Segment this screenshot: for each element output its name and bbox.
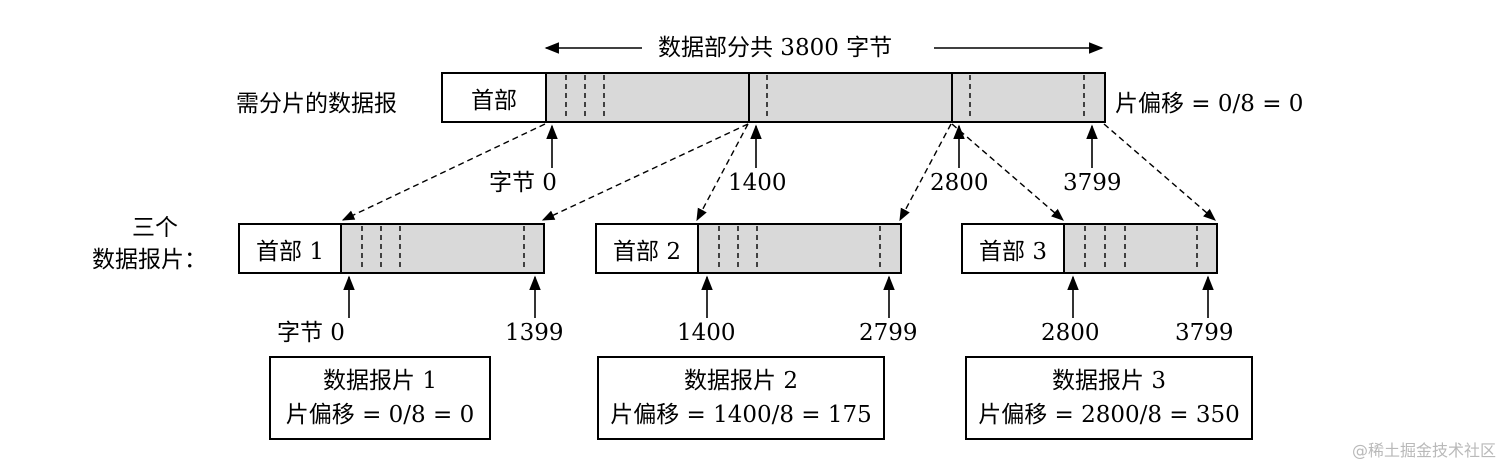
fragment-2-dividers — [718, 226, 881, 271]
fragment-3-start-label: 2800 — [1041, 320, 1100, 346]
fragment-3-note-title: 数据报片 3 — [1052, 368, 1166, 394]
fragment-2-data-region — [696, 223, 902, 274]
datagram-label: 需分片的数据报 — [236, 91, 397, 117]
fragment-3-header: 首部 3 — [961, 223, 1065, 274]
fragment-3-data-region — [1062, 223, 1218, 274]
fragment-1-note: 数据报片 1 片偏移 = 0/8 = 0 — [269, 356, 491, 440]
fragment-1-start-label: 字节 0 — [277, 320, 345, 346]
top-byte-label-3799: 3799 — [1063, 170, 1122, 196]
fragment-2-end-label: 2799 — [859, 320, 918, 346]
datagram-data-region — [544, 72, 1106, 123]
top-byte-arrows — [546, 124, 1098, 168]
fragment-1-data-region — [339, 223, 545, 274]
fragment-1-note-offset: 片偏移 = 0/8 = 0 — [285, 402, 475, 428]
fragment-links — [341, 123, 1216, 222]
fragment-2-start-label: 1400 — [677, 320, 736, 346]
top-byte-label-1400: 1400 — [728, 170, 787, 196]
fragments-group-label-line2: 数据报片： — [92, 247, 207, 273]
watermark: @稀土掘金技术社区 — [1351, 441, 1496, 460]
fragment-3-dividers — [1084, 226, 1198, 271]
fragment-1-end-label: 1399 — [505, 320, 564, 346]
datagram-header-label: 首部 — [471, 87, 517, 114]
top-byte-label-0: 字节 0 — [489, 170, 557, 196]
datagram-dashed-dividers — [565, 75, 1085, 120]
fragment-3-note-offset: 片偏移 = 2800/8 = 350 — [978, 402, 1240, 428]
fragment-3-note: 数据报片 3 片偏移 = 2800/8 = 350 — [965, 356, 1253, 440]
datagram-offset-label: 片偏移 = 0/8 = 0 — [1115, 91, 1304, 117]
datagram-header: 首部 — [441, 72, 547, 123]
fragment-2-header-label: 首部 2 — [613, 238, 681, 265]
fragment-2-header: 首部 2 — [595, 223, 699, 274]
fragment-byte-arrows — [343, 275, 1214, 318]
fragment-3-header-label: 首部 3 — [979, 238, 1047, 265]
fragment-2-note-offset: 片偏移 = 1400/8 = 175 — [610, 402, 872, 428]
fragment-2-note: 数据报片 2 片偏移 = 1400/8 = 175 — [597, 356, 885, 440]
fragment-1-dividers — [361, 226, 525, 271]
top-byte-label-2800: 2800 — [930, 170, 989, 196]
fragment-3-end-label: 3799 — [1175, 320, 1234, 346]
data-span-label: 数据部分共 3800 字节 — [650, 35, 901, 61]
fragment-1-note-title: 数据报片 1 — [323, 368, 437, 394]
fragment-2-note-title: 数据报片 2 — [684, 368, 798, 394]
fragment-1-header-label: 首部 1 — [256, 238, 324, 265]
fragments-group-label-line1: 三个 — [132, 215, 178, 241]
fragment-1-header: 首部 1 — [238, 223, 342, 274]
